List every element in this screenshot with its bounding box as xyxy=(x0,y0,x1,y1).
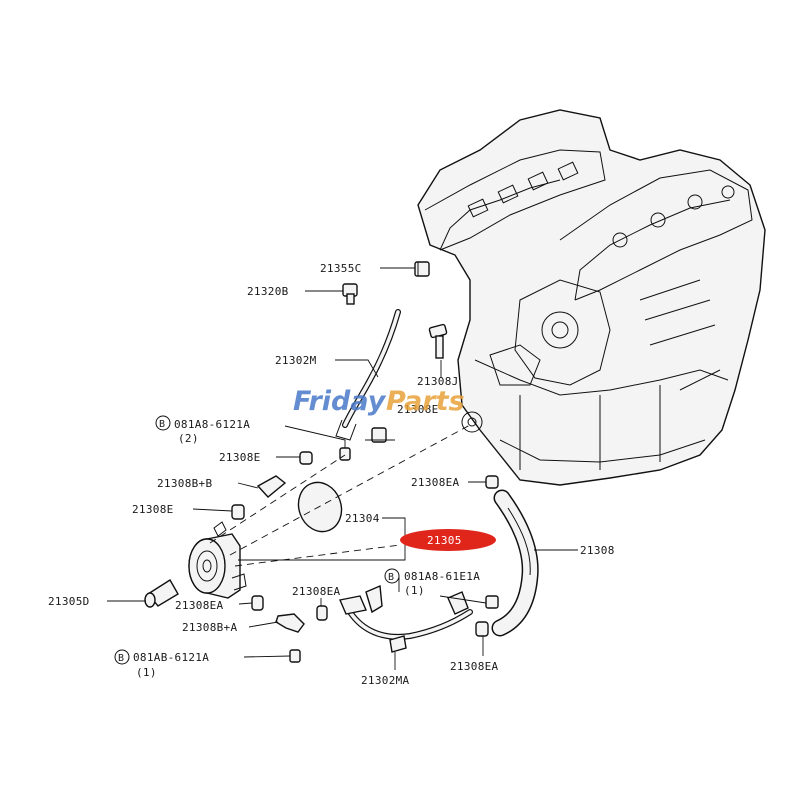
part-21308EA-left xyxy=(251,595,264,611)
part-21305D xyxy=(144,579,179,608)
label-bolt-081A8-61E1A: 081A8-61E1A xyxy=(404,570,480,583)
label-bolt-qty-1a: (1) xyxy=(404,584,425,597)
label-21308EA-right: 21308EA xyxy=(411,476,460,489)
label-bolt-qty-1b: (1) xyxy=(136,666,157,679)
part-bolt-3 xyxy=(289,649,301,663)
part-21308-hose xyxy=(491,489,539,637)
label-21305: 21305 xyxy=(427,534,462,547)
label-21308E-top: 21308E xyxy=(397,403,439,416)
watermark-text-friday: Friday xyxy=(293,386,387,417)
highlight-21305[interactable]: 21305 xyxy=(400,529,496,551)
bolt-prefix-3: B xyxy=(118,653,124,664)
part-21308EA-right xyxy=(485,475,499,489)
part-21320B xyxy=(342,283,358,305)
bolt-callout-2: B 081A8-61E1A (1) xyxy=(384,568,480,597)
label-21308EA-a: 21308EA xyxy=(175,599,224,612)
part-21308EA-b xyxy=(316,605,328,621)
bolt-prefix-2: B xyxy=(388,572,394,583)
part-21355C xyxy=(414,261,430,277)
bolt-prefix-1: B xyxy=(159,419,165,430)
part-21302MA xyxy=(339,584,473,653)
part-21308B-B xyxy=(256,475,287,498)
label-bolt-081A8-6121A: 081A8-6121A xyxy=(174,418,250,431)
label-21320B: 21320B xyxy=(247,285,289,298)
label-21308EA-b: 21308EA xyxy=(292,585,341,598)
label-bolt-qty-2: (2) xyxy=(178,432,199,445)
label-21308B-B: 21308B+B xyxy=(157,477,212,490)
part-bolt-1b xyxy=(485,595,499,609)
label-21308EA-c: 21308EA xyxy=(450,660,499,673)
part-21308B-A xyxy=(275,613,305,633)
bolt-callout-1: B 081A8-6121A (2) xyxy=(155,415,250,445)
watermark-text-parts: Parts xyxy=(386,386,465,417)
label-21308E-low: 21308E xyxy=(132,503,174,516)
bolt-callout-3: B 081AB-6121A (1) xyxy=(114,649,209,679)
part-21308EA-c xyxy=(475,621,489,637)
label-bolt-081AB-6121A: 081AB-6121A xyxy=(133,651,209,664)
part-21305-oil-cooler xyxy=(188,521,247,599)
highlight-ellipse xyxy=(400,529,496,551)
part-21308E-lower xyxy=(231,504,245,520)
label-21305D: 21305D xyxy=(48,595,90,608)
label-21308E-mid: 21308E xyxy=(219,451,261,464)
label-21308J: 21308J xyxy=(417,375,459,388)
label-21302MA: 21302MA xyxy=(361,674,410,687)
watermark-logo: Friday Parts xyxy=(293,386,465,417)
part-bolt-2 xyxy=(339,447,351,461)
part-union-fitting xyxy=(365,427,395,443)
label-21308B-A: 21308B+A xyxy=(182,621,237,634)
part-21308J xyxy=(428,323,448,359)
part-21304-gasket xyxy=(297,481,343,533)
engine-illustration xyxy=(417,109,766,486)
label-21308: 21308 xyxy=(580,544,615,557)
label-21304: 21304 xyxy=(345,512,380,525)
label-21302M: 21302M xyxy=(275,354,317,367)
label-21355C: 21355C xyxy=(320,262,362,275)
part-labels: 21355C 21320B 21302M 21308J 21308E B 081… xyxy=(48,262,615,687)
part-21308E-mid xyxy=(299,451,313,465)
